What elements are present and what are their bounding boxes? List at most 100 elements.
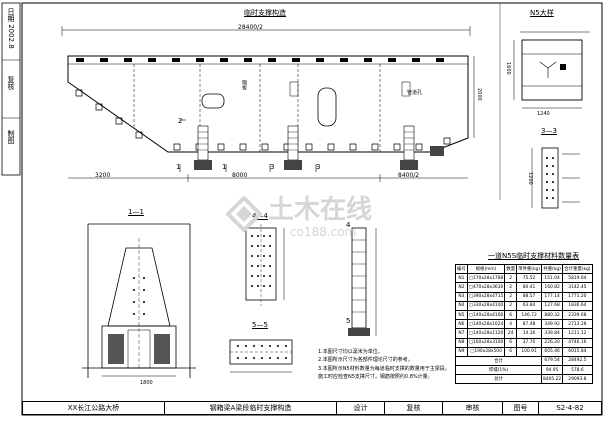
title-design: 设计 xyxy=(337,402,385,414)
section-33-title: 3—3 xyxy=(541,127,557,135)
section-44-view xyxy=(245,224,285,306)
table-header-row: 编号 规格(mm) 数量 单件重(kg) 共重(kg) 合计重量(kg) xyxy=(455,263,593,275)
table-cell: □160x28x3100 xyxy=(466,337,506,348)
table-cell: 880.32 xyxy=(541,309,564,321)
main-label-diaphragm: 隔板 xyxy=(241,80,247,90)
main-dimension-height: 2000 xyxy=(476,88,482,101)
section-33-dimension: 1200 xyxy=(527,172,533,185)
table-cell: 6 xyxy=(504,346,518,357)
table-cell: 87.48 xyxy=(516,319,543,330)
table-cell: □470x28x3630 xyxy=(466,282,506,293)
table-header: 共重(kg) xyxy=(541,263,564,275)
main-view-title: 临时支撑构造 xyxy=(244,9,286,17)
main-dimension-mid: 8000 xyxy=(232,172,248,179)
table-cell: N4 xyxy=(455,300,468,311)
section-11-title: 1—1 xyxy=(128,208,144,216)
table-cell: 100.91 xyxy=(516,346,543,357)
table-cell: N6 xyxy=(455,319,468,330)
table-cell: N2 xyxy=(455,282,468,293)
table-cell: 160.82 xyxy=(541,282,564,293)
table-cell: 2713.28 xyxy=(562,319,593,330)
cut-marker-5: 5 xyxy=(346,317,351,325)
section-11-dimension: 1800 xyxy=(140,380,153,386)
table-cell: □390x28x4715 xyxy=(466,291,506,302)
table-cell: 3142.45 xyxy=(562,282,593,293)
section-33-view xyxy=(531,147,580,209)
section-11-view xyxy=(82,223,196,378)
table-cell: 28492.5 xyxy=(562,355,593,367)
table-cell: 339.84 xyxy=(541,328,564,339)
table-header: 合计重量(kg) xyxy=(562,263,593,275)
table-cell: 1771.20 xyxy=(562,291,593,302)
table-cell: N7 xyxy=(455,328,468,339)
table-cell: □140x28x4100 xyxy=(466,309,506,321)
table-cell: 焊缝(1%) xyxy=(454,365,543,376)
table-cell: N8 xyxy=(455,337,468,348)
table-cell: 63.84 xyxy=(516,300,543,311)
table-cell: 2 xyxy=(504,282,518,293)
main-dimension-left: 3200 xyxy=(95,172,111,179)
table-cell: 6015.84 xyxy=(562,346,593,357)
main-elevation-view xyxy=(61,26,475,182)
table-cell: 6 xyxy=(504,309,518,321)
main-top-dimension: 28400/2 xyxy=(238,24,263,31)
table-cell: 127.68 xyxy=(541,300,564,311)
cut-marker-4: 4 xyxy=(346,221,351,229)
notes-block: 1.本图尺寸均以毫米为单位。 2.本图所示尺寸为各部件理论尺寸的参考。 3.本图… xyxy=(318,348,450,381)
section-55-view xyxy=(229,339,293,373)
table-cell: 4746.16 xyxy=(562,337,593,348)
table-cell: N3 xyxy=(455,291,468,302)
table-cell: 226.20 xyxy=(541,337,564,348)
table-cell: N5 xyxy=(455,309,468,321)
cut-marker-3: 3 xyxy=(270,163,275,171)
title-number: S2-4-82 xyxy=(556,404,584,412)
material-table: 编号 规格(mm) 数量 单件重(kg) 共重(kg) 合计重量(kg) N1□… xyxy=(454,263,593,385)
table-cell: 349.92 xyxy=(541,319,564,330)
watermark-url: co188.com xyxy=(290,225,357,239)
table-cell: 6 xyxy=(504,337,518,348)
cut-marker-2: 2 xyxy=(178,117,183,125)
cut-marker-3b: 3 xyxy=(316,163,321,171)
table-cell: 94.95 xyxy=(541,365,564,376)
table-cell: 88.57 xyxy=(516,291,543,302)
table-cell: 1836.64 xyxy=(562,300,593,311)
table-header: 编号 xyxy=(455,263,468,275)
table-cell: 1211.12 xyxy=(562,328,593,339)
main-label-pipe-hole: 管道孔 xyxy=(407,90,423,96)
table-cell: 146.72 xyxy=(516,309,543,321)
table-cell: 75.52 xyxy=(516,273,543,284)
table-cell: 679.54 xyxy=(541,355,564,367)
table-cell: □140x28x1120 xyxy=(466,328,506,339)
n5-view-title: N5大样 xyxy=(530,9,554,17)
table-cell: 29093.8 xyxy=(562,374,593,385)
table-header: 数量 xyxy=(504,263,518,275)
table-header: 单件重(kg) xyxy=(516,263,543,275)
table-cell: 605.46 xyxy=(541,346,564,357)
cut-marker-1: 1 xyxy=(176,163,181,171)
table-cell: 2 xyxy=(504,273,518,284)
table-cell: 合计 xyxy=(454,355,543,367)
table-cell: 4 xyxy=(504,319,518,330)
section-55-title: 5—5 xyxy=(252,321,268,329)
title-project: XX长江公路大桥 xyxy=(23,402,165,414)
table-cell: N1 xyxy=(455,273,468,284)
n5-dimension-left: 1600 xyxy=(505,62,511,75)
watermark-logo-icon xyxy=(226,196,262,232)
table-cell: 37.70 xyxy=(516,337,543,348)
table-cell: 5819.64 xyxy=(562,273,593,284)
n5-dimension-bottom: 1240 xyxy=(537,111,550,117)
table-cell: N9 xyxy=(455,346,468,357)
note-line: 1.本图尺寸均以毫米为单位。 xyxy=(318,349,383,355)
table-cell: 2339.68 xyxy=(562,309,593,321)
